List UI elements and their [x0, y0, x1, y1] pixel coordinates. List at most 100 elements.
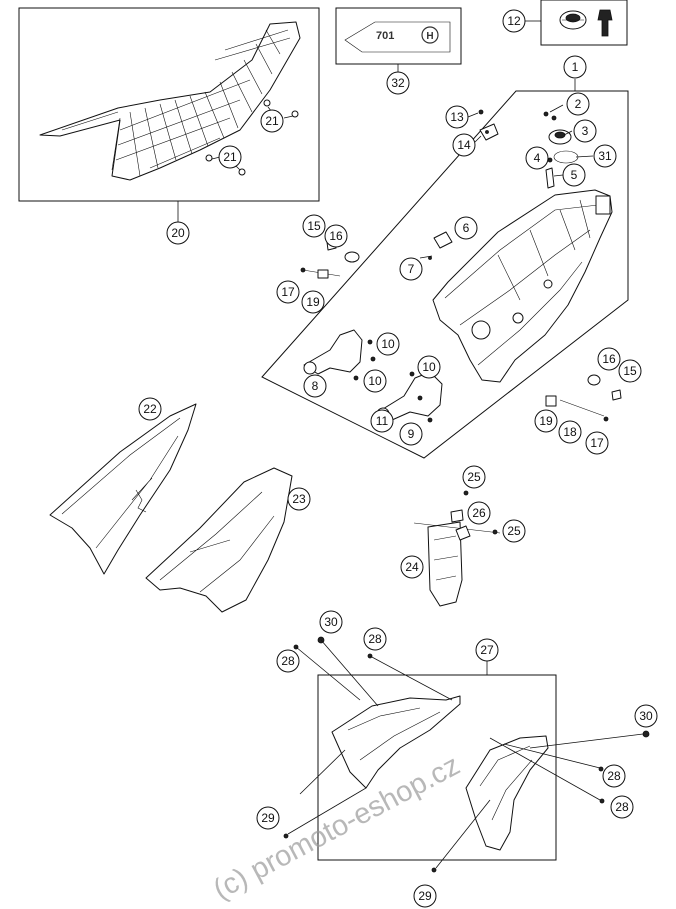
callout-9: 9: [399, 422, 423, 446]
callout-13: 13: [445, 105, 469, 129]
seat-box: [18, 7, 320, 202]
callout-17a-label: 17: [281, 285, 295, 299]
callout-30b-label: 30: [639, 709, 653, 723]
callout-28c: 28: [602, 764, 626, 788]
callout-31-label: 31: [598, 149, 612, 163]
leader-5: [553, 174, 564, 177]
callout-15a: 15: [302, 214, 326, 238]
callout-25a-label: 25: [467, 470, 481, 484]
callout-25a: 25: [462, 465, 486, 489]
callout-31: 31: [593, 144, 617, 168]
callout-5: 5: [562, 163, 586, 187]
callout-6: 6: [454, 216, 478, 240]
callout-14-label: 14: [457, 138, 471, 152]
callout-11: 11: [370, 409, 394, 433]
callout-18-label: 18: [563, 425, 577, 439]
callout-10c-label: 10: [368, 374, 382, 388]
callout-17a: 17: [276, 280, 300, 304]
tank-cap-parts: [543, 111, 579, 189]
seat-group: [18, 7, 320, 223]
callout-21b-label: 21: [223, 150, 237, 164]
callout-19b: 19: [534, 409, 558, 433]
bracket-6-7: [419, 231, 453, 260]
callout-32-label: 32: [391, 76, 405, 90]
callout-11-label: 11: [376, 414, 389, 428]
callout-30a-label: 30: [324, 615, 338, 629]
watermark-text: (c) promoto-eshop.cz: [208, 749, 465, 906]
callout-29a-label: 29: [261, 811, 275, 825]
callout-30a: 30: [319, 610, 343, 634]
callout-28b: 28: [363, 627, 387, 651]
guard-right: [465, 735, 549, 851]
callout-25b: 25: [502, 519, 526, 543]
callout-6-label: 6: [463, 221, 470, 235]
callout-7-label: 7: [408, 262, 415, 276]
leader-3: [563, 130, 573, 136]
callout-13-label: 13: [450, 110, 464, 124]
callout-29b-label: 29: [418, 889, 432, 903]
callout-15b: 15: [618, 359, 642, 383]
seat-nut-2: [205, 154, 246, 176]
callout-29a: 29: [256, 806, 280, 830]
callout-12: 12: [502, 9, 526, 33]
decal-model-text: 701: [376, 30, 394, 42]
filter-cover-24: [413, 490, 501, 607]
callout-8-label: 8: [312, 379, 319, 393]
callout-22-label: 22: [143, 402, 157, 416]
callout-10c: 10: [363, 369, 387, 393]
fork-guard-box: [317, 674, 557, 861]
decal-sticker: [344, 21, 451, 53]
fork-guard-group: [283, 636, 650, 873]
tank-drawing: [432, 189, 613, 383]
callout-19a: 19: [301, 290, 325, 314]
callout-24-label: 24: [405, 560, 419, 574]
leader-14: [474, 135, 482, 143]
side-panel-22: [49, 403, 197, 575]
callout-28a-label: 28: [281, 654, 295, 668]
callout-4-label: 4: [534, 151, 541, 165]
mount-17-19-left: [300, 267, 341, 279]
side-panel-23: [145, 467, 293, 613]
callout-28a: 28: [276, 649, 300, 673]
callout-10b-label: 10: [422, 360, 436, 374]
callout-28c-label: 28: [607, 769, 621, 783]
callout-24: 24: [400, 555, 424, 579]
callout-1-label: 1: [572, 60, 579, 74]
callout-17b: 17: [585, 431, 609, 455]
callout-20: 20: [166, 221, 190, 245]
callout-29b: 29: [413, 884, 437, 908]
tank-box: [261, 90, 629, 459]
decal-brand-symbol: H: [426, 31, 433, 42]
decal-brand-logo: [421, 26, 439, 44]
callout-19a-label: 19: [306, 295, 320, 309]
callout-17b-label: 17: [590, 436, 604, 450]
callout-21b: 21: [218, 145, 242, 169]
callout-3-label: 3: [582, 124, 589, 138]
breather-valve-icon: [597, 9, 613, 37]
footrest-bracket-8: [303, 329, 376, 381]
callout-27-label: 27: [480, 643, 494, 657]
callout-14: 14: [452, 133, 476, 157]
leader-2: [549, 104, 564, 113]
callout-1: 1: [563, 55, 587, 79]
callout-25b-label: 25: [507, 524, 521, 538]
callout-9-label: 9: [408, 427, 415, 441]
callout-16a-label: 16: [329, 229, 343, 243]
callout-3: 3: [573, 119, 597, 143]
callout-10a: 10: [376, 332, 400, 356]
decal-group: 701 H: [335, 7, 462, 72]
callout-21a: 21: [260, 109, 284, 133]
callout-28d: 28: [610, 795, 634, 819]
callout-5-label: 5: [571, 168, 578, 182]
seat-drawing: [39, 21, 301, 181]
callout-16a: 16: [324, 224, 348, 248]
callout-19b-label: 19: [539, 414, 553, 428]
callout-32: 32: [386, 71, 410, 95]
guard-left: [331, 695, 461, 789]
callout-28d-label: 28: [615, 800, 629, 814]
callout-4: 4: [525, 146, 549, 170]
callout-23: 23: [287, 487, 311, 511]
callout-16b: 16: [597, 347, 621, 371]
fuel-cap-icon: [559, 10, 587, 30]
